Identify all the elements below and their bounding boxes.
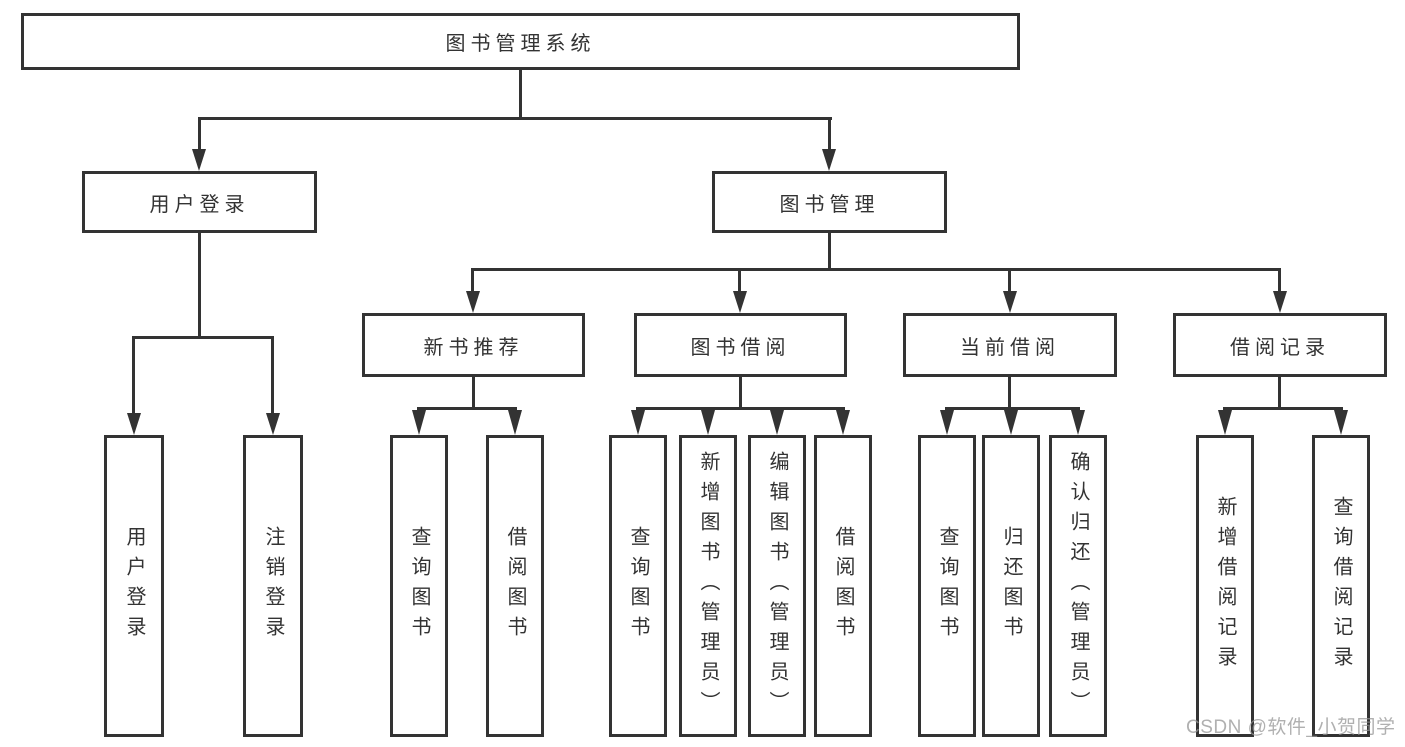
node-leaf-bb-query-books: 查询图书 [609,435,667,737]
node-leaf-nb-query-books: 查询图书 [390,435,448,737]
connector-user-login-crossbar [132,336,274,339]
arrowhead-bb-query [631,410,645,435]
arrowhead-bb-edit [770,410,784,435]
leaf-nb-borrow-books-label: 借阅图书 [504,526,526,646]
node-leaf-bb-add-books: 新增图书（管理员） [679,435,737,737]
connector-user-login-stem [198,233,201,336]
leaf-cb-query-books-label: 查询图书 [936,526,958,646]
leaf-bb-query-books-label: 查询图书 [627,526,649,646]
leaf-nb-query-books-label: 查询图书 [408,526,430,646]
connector-to-new-books [471,268,474,291]
leaf-logout-label: 注销登录 [262,526,284,646]
node-leaf-bb-borrow-books: 借阅图书 [814,435,872,737]
node-book-mgmt: 图书管理 [712,171,947,233]
node-current-borrow: 当前借阅 [903,313,1117,377]
node-leaf-user-login: 用户登录 [104,435,164,737]
node-user-login: 用户登录 [82,171,317,233]
leaf-br-add-record-label: 新增借阅记录 [1214,496,1236,676]
arrowhead-leaf-login [127,413,141,435]
node-new-books: 新书推荐 [362,313,585,377]
leaf-user-login-label: 用户登录 [123,526,145,646]
arrowhead-user-login [192,149,206,171]
connector-to-leaf-login [132,336,135,413]
arrowhead-cb-query [940,410,954,435]
arrowhead-book-borrow [733,291,747,313]
leaf-bb-edit-books-label: 编辑图书（管理员） [766,451,788,721]
arrowhead-cb-return [1004,410,1018,435]
node-root-library-system: 图书管理系统 [21,13,1020,70]
arrowhead-new-books [466,291,480,313]
node-borrow-records: 借阅记录 [1173,313,1387,377]
connector-new-books-stem [472,377,475,407]
arrowhead-current-borrow [1003,291,1017,313]
connector-borrow-records-crossbar [1223,407,1343,410]
leaf-bb-borrow-books-label: 借阅图书 [832,526,854,646]
connector-book-mgmt-crossbar [471,268,1281,271]
leaf-br-query-record-label: 查询借阅记录 [1330,496,1352,676]
arrowhead-book-mgmt [822,149,836,171]
arrowhead-bb-add [701,410,715,435]
arrowhead-leaf-logout [266,413,280,435]
connector-root-stem [519,70,522,117]
connector-to-borrow-records [1278,268,1281,291]
arrowhead-nb-query [412,410,426,435]
node-leaf-br-add-record: 新增借阅记录 [1196,435,1254,737]
connector-book-borrow-stem [739,377,742,407]
connector-root-crossbar [198,117,832,120]
arrowhead-nb-borrow [508,410,522,435]
node-leaf-cb-query-books: 查询图书 [918,435,976,737]
connector-to-current-borrow [1008,268,1011,291]
node-leaf-cb-return-books: 归还图书 [982,435,1040,737]
node-leaf-bb-edit-books: 编辑图书（管理员） [748,435,806,737]
connector-current-borrow-stem [1008,377,1011,407]
connector-current-borrow-crossbar [945,407,1080,410]
arrowhead-br-add [1218,410,1232,435]
connector-new-books-crossbar [417,407,517,410]
connector-to-leaf-logout [271,336,274,413]
leaf-cb-return-books-label: 归还图书 [1000,526,1022,646]
connector-borrow-records-stem [1278,377,1281,407]
arrowhead-bb-borrow [836,410,850,435]
node-leaf-cb-confirm-return: 确认归还（管理员） [1049,435,1107,737]
arrowhead-borrow-records [1273,291,1287,313]
node-leaf-logout: 注销登录 [243,435,303,737]
node-leaf-br-query-record: 查询借阅记录 [1312,435,1370,737]
node-leaf-nb-borrow-books: 借阅图书 [486,435,544,737]
leaf-bb-add-books-label: 新增图书（管理员） [697,451,719,721]
arrowhead-br-query [1334,410,1348,435]
connector-to-book-borrow [738,268,741,291]
connector-book-mgmt-stem [828,233,831,268]
arrowhead-cb-confirm [1071,410,1085,435]
node-book-borrow: 图书借阅 [634,313,847,377]
leaf-cb-confirm-return-label: 确认归还（管理员） [1067,451,1089,721]
connector-to-user-login [198,117,201,149]
connector-to-book-mgmt [828,117,831,149]
connector-book-borrow-crossbar [636,407,845,410]
